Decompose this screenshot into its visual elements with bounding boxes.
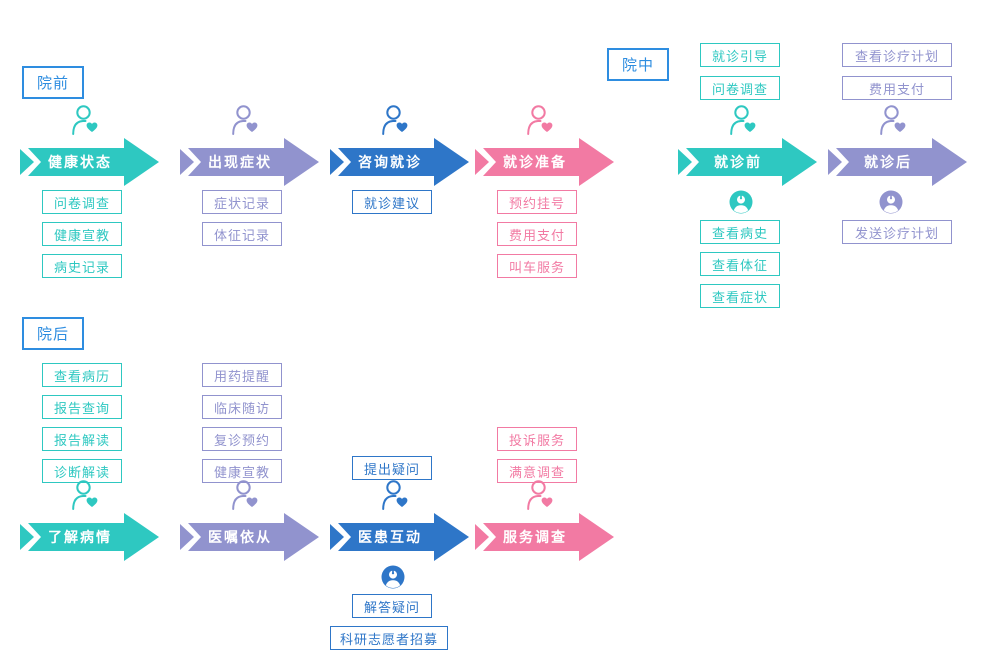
flow-arrow: 咨询就诊	[330, 137, 470, 187]
medical-staff-icon	[879, 190, 903, 214]
task-box: 满意调查	[497, 459, 577, 483]
stage-before-visit: 就诊引导 问卷调查 就诊前 查看病史 查看体征 查看症状	[678, 43, 818, 308]
stage-label: 就诊后	[864, 155, 912, 171]
stage-visit-preparation: 就诊准备 预约挂号 费用支付 叫车服务	[475, 105, 615, 278]
patient-heart-icon	[527, 480, 554, 510]
patient-heart-icon	[730, 105, 757, 135]
task-box: 报告查询	[42, 395, 122, 419]
flow-arrow: 就诊准备	[475, 137, 615, 187]
stage-service-survey: 投诉服务 满意调查 服务调查	[475, 427, 615, 562]
task-box: 报告解读	[42, 427, 122, 451]
section-label-in-hospital: 院中	[607, 48, 670, 81]
task-box: 叫车服务	[497, 254, 577, 278]
task-box: 问卷调查	[42, 190, 122, 214]
stage-label: 了解病情	[48, 530, 112, 546]
task-box: 费用支付	[842, 76, 952, 100]
stage-health-status: 健康状态 问卷调查 健康宣教 病史记录	[20, 105, 160, 278]
flow-arrow: 医嘱依从	[180, 512, 320, 562]
stage-after-visit: 查看诊疗计划 费用支付 就诊后 发送诊疗计划	[828, 43, 968, 244]
stage-label: 健康状态	[48, 155, 112, 171]
task-box: 健康宣教	[42, 222, 122, 246]
task-box: 诊断解读	[42, 459, 122, 483]
flow-arrow: 了解病情	[20, 512, 160, 562]
medical-staff-icon	[729, 190, 753, 214]
flow-arrow: 就诊后	[828, 137, 968, 187]
patient-heart-icon	[527, 105, 554, 135]
task-box: 查看诊疗计划	[842, 43, 952, 67]
task-box: 查看病历	[42, 363, 122, 387]
task-box: 病史记录	[42, 254, 122, 278]
task-box: 复诊预约	[202, 427, 282, 451]
task-box: 提出疑问	[352, 456, 432, 480]
task-box: 临床随访	[202, 395, 282, 419]
patient-heart-icon	[232, 105, 259, 135]
flow-arrow: 出现症状	[180, 137, 320, 187]
section-label-pre-hospital: 院前	[22, 66, 85, 99]
flow-arrow: 医患互动	[330, 512, 470, 562]
patient-heart-icon	[72, 105, 99, 135]
stage-understand-condition: 查看病历 报告查询 报告解读 诊断解读 了解病情	[20, 363, 160, 562]
stage-label: 医患互动	[358, 530, 422, 546]
stage-label: 出现症状	[208, 155, 272, 171]
stage-symptoms-appear: 出现症状 症状记录 体征记录	[180, 105, 320, 246]
flow-arrow: 就诊前	[678, 137, 818, 187]
task-box: 费用支付	[497, 222, 577, 246]
task-box: 用药提醒	[202, 363, 282, 387]
stage-label: 服务调查	[503, 530, 567, 546]
stage-medical-compliance: 用药提醒 临床随访 复诊预约 健康宣教 医嘱依从	[180, 363, 320, 562]
task-box: 就诊引导	[700, 43, 780, 67]
task-box: 查看病史	[700, 220, 780, 244]
flow-arrow: 健康状态	[20, 137, 160, 187]
patient-heart-icon	[382, 480, 409, 510]
task-box: 查看症状	[700, 284, 780, 308]
stage-label: 医嘱依从	[208, 530, 272, 546]
task-box: 解答疑问	[352, 594, 432, 618]
patient-heart-icon	[232, 480, 259, 510]
task-box: 就诊建议	[352, 190, 432, 214]
stage-label: 就诊准备	[503, 155, 567, 171]
task-box: 症状记录	[202, 190, 282, 214]
patient-heart-icon	[880, 105, 907, 135]
section-label-post-hospital: 院后	[22, 317, 85, 350]
flow-arrow: 服务调查	[475, 512, 615, 562]
task-box: 投诉服务	[497, 427, 577, 451]
patient-heart-icon	[72, 480, 99, 510]
stage-doctor-patient-interaction: 提出疑问 医患互动 解答疑问 科研志愿者招募	[330, 456, 470, 650]
stage-label: 就诊前	[714, 155, 762, 171]
patient-heart-icon	[382, 105, 409, 135]
task-box: 问卷调查	[700, 76, 780, 100]
stage-label: 咨询就诊	[358, 155, 422, 171]
task-box: 体征记录	[202, 222, 282, 246]
stage-consult-visit: 咨询就诊 就诊建议	[330, 105, 470, 214]
medical-staff-icon	[381, 565, 405, 589]
task-box: 发送诊疗计划	[842, 220, 952, 244]
task-box: 科研志愿者招募	[330, 626, 448, 650]
task-box: 预约挂号	[497, 190, 577, 214]
task-box: 查看体征	[700, 252, 780, 276]
